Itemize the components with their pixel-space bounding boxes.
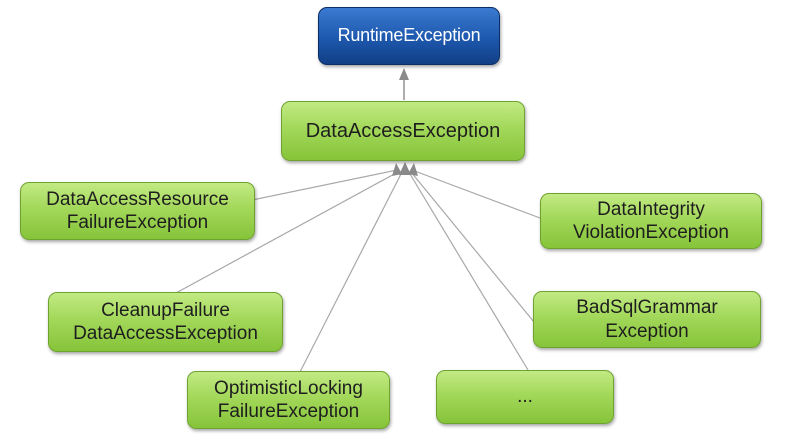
- edge-more-to-dataaccess: [409, 173, 529, 371]
- node-data-access-resource-failure: DataAccessResource FailureException: [20, 182, 255, 240]
- node-more-label: ...: [517, 386, 533, 408]
- node-data-access-resource-failure-line1: DataAccessResource: [46, 188, 229, 210]
- node-data-access-resource-failure-line2: FailureException: [66, 212, 209, 233]
- edge-resourcefailure-to-dataaccess: [227, 169, 398, 206]
- node-cleanup-failure-line1: CleanupFailure: [101, 299, 230, 321]
- node-data-access-exception: DataAccessException: [281, 101, 525, 161]
- node-bad-sql-grammar-line2: Exception: [605, 320, 689, 342]
- node-bad-sql-grammar: BadSqlGrammar Exception: [533, 291, 761, 348]
- node-optimistic-locking-line1: OptimisticLocking: [214, 377, 363, 399]
- node-more: ...: [436, 370, 614, 424]
- arrowhead-cluster-icon: [399, 162, 411, 175]
- node-data-integrity-violation: DataIntegrity ViolationException: [540, 193, 762, 249]
- node-cleanup-failure: CleanupFailure DataAccessException: [48, 292, 283, 352]
- node-optimistic-locking: OptimisticLocking FailureException: [187, 371, 390, 429]
- node-runtime-exception: RuntimeException: [318, 7, 500, 65]
- edge-cleanup-to-dataaccess: [175, 171, 399, 294]
- arrowhead-runtime-icon: [399, 68, 409, 80]
- node-optimistic-locking-line2: FailureException: [217, 401, 360, 422]
- node-runtime-exception-label: RuntimeException: [337, 25, 481, 46]
- node-data-integrity-violation-line1: DataIntegrity: [597, 198, 705, 220]
- edge-integrity-to-dataaccess: [411, 169, 541, 219]
- node-bad-sql-grammar-line1: BadSqlGrammar: [576, 297, 718, 319]
- arrowhead-cluster-icon: [408, 163, 418, 176]
- edge-badsql-to-dataaccess: [410, 171, 535, 323]
- arrowhead-cluster-icon: [392, 163, 402, 176]
- node-data-access-exception-label: DataAccessException: [305, 119, 501, 142]
- node-cleanup-failure-line2: DataAccessException: [73, 323, 258, 344]
- edge-optimistic-to-dataaccess: [299, 173, 402, 373]
- node-data-integrity-violation-line2: ViolationException: [573, 222, 729, 243]
